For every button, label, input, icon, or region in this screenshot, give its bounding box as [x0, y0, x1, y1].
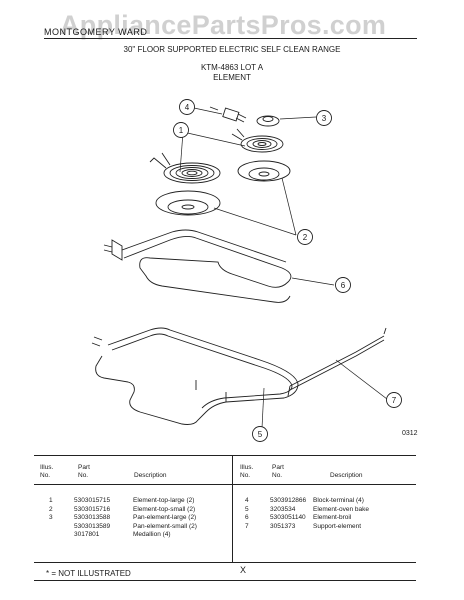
not-illustrated-note: * = NOT ILLUSTRATED	[46, 569, 131, 578]
page-title: 30" FLOOR SUPPORTED ELECTRIC SELF CLEAN …	[123, 45, 341, 54]
support-element-drawing	[287, 327, 387, 397]
top-rule	[44, 38, 417, 39]
callout-5: 5	[252, 426, 268, 442]
left-part-column: 5303015715 5303015716 5303013588 5303013…	[74, 497, 110, 540]
table-cell: 5303013588	[74, 514, 111, 521]
table-cell: Pan-element-large (2)	[133, 514, 197, 521]
element-top-large-drawing	[149, 152, 221, 184]
left-illus-column: 1 2 3	[49, 497, 53, 523]
callout-6: 6	[335, 277, 351, 293]
left-desc-column: Element-top-large (2) Element-top-small …	[133, 497, 197, 540]
right-desc-column: Block-terminal (4) Element-oven bake Ele…	[313, 497, 369, 531]
table-cell: 1	[49, 497, 53, 504]
model-number: KTM-4863 LOT A	[200, 63, 264, 72]
svg-text:7: 7	[392, 396, 397, 405]
header-desc-right: Description	[330, 472, 363, 479]
table-cell: Block-terminal (4)	[313, 497, 364, 504]
table-divider	[232, 456, 233, 562]
table-cell: Element-top-large (2)	[133, 497, 195, 504]
table-cell: Medallion (4)	[133, 531, 171, 538]
right-part-column: 5303912866 3203534 5303051140 3051373	[270, 497, 306, 531]
table-cell: 3203534	[270, 505, 296, 513]
brand-label: MONTGOMERY WARD	[44, 27, 148, 37]
svg-text:2: 2	[303, 233, 308, 242]
table-cell: 3017801	[74, 531, 100, 538]
table-cell: Element-top-small (2)	[133, 505, 196, 513]
svg-text:3: 3	[322, 114, 327, 123]
table-cell: 3	[49, 514, 53, 521]
svg-text:1: 1	[179, 126, 184, 135]
callout-7: 7	[386, 392, 402, 408]
element-top-small-drawing	[231, 128, 284, 153]
element-broil-drawing	[103, 229, 292, 303]
table-cell: 4	[245, 497, 249, 504]
svg-text:6: 6	[341, 281, 346, 290]
table-top-rule	[34, 455, 416, 456]
table-cell: Element-oven bake	[313, 505, 370, 513]
pan-element-large-drawing	[155, 190, 221, 216]
table-cell: 2	[49, 505, 53, 513]
table-bottom-rule	[34, 562, 416, 563]
table-cell: 5303912866	[270, 497, 307, 504]
table-cell: Support-element	[313, 522, 362, 530]
section-title: ELEMENT	[213, 73, 251, 82]
table-cell: Pan-element-small (2)	[133, 522, 197, 530]
pan-element-small-drawing	[237, 160, 291, 182]
medallion-drawing	[256, 115, 280, 127]
table-cell: 5	[245, 505, 249, 513]
callout-2: 2	[297, 229, 313, 245]
table-cell: 7	[245, 522, 249, 530]
table-cell: 6	[245, 514, 249, 521]
footer-rule	[34, 580, 416, 581]
block-terminal-drawing	[209, 106, 247, 123]
table-cell: 5303051140	[270, 514, 306, 521]
header-illus-right: Illus.No.	[240, 464, 254, 479]
leader-lines	[179, 107, 388, 429]
table-cell: Element-broil	[313, 514, 352, 521]
parts-diagram: 4 3 1 2 6 7 5	[91, 99, 402, 442]
watermark: AppliancePartsPros.com	[60, 10, 387, 40]
check-mark: X	[240, 565, 247, 575]
table-cell: 5303015716	[74, 505, 111, 513]
table-header-rule	[34, 484, 416, 485]
table-cell: 5303015715	[74, 497, 111, 504]
element-oven-bake-drawing	[91, 327, 299, 425]
svg-text:4: 4	[185, 103, 190, 112]
table-cell: 5303013589	[74, 522, 111, 530]
header-desc-left: Description	[134, 472, 167, 479]
table-cell: 3051373	[270, 522, 296, 530]
right-illus-column: 4 5 6 7	[245, 497, 249, 531]
callout-1: 1	[173, 122, 189, 138]
header-illus-left: Illus.No.	[40, 464, 54, 479]
callout-3: 3	[316, 110, 332, 126]
callout-4: 4	[179, 99, 195, 115]
svg-text:5: 5	[258, 430, 263, 439]
diagram-code: 0312	[402, 430, 418, 437]
